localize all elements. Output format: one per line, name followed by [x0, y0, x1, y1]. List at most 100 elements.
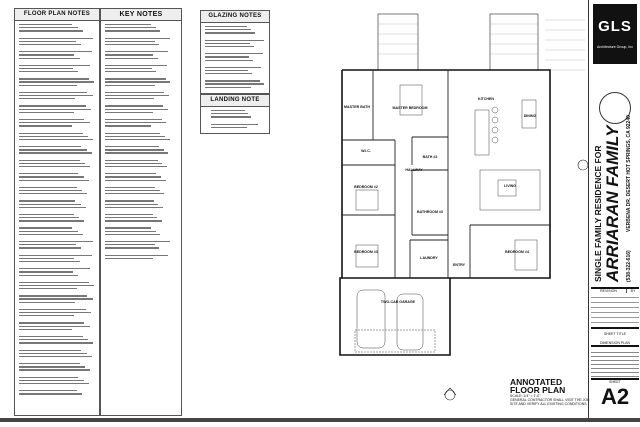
sheet-number: A2: [600, 384, 630, 409]
note-line: [19, 383, 89, 385]
note-line: [105, 24, 152, 26]
note-line: [205, 32, 256, 34]
note-line: [19, 132, 83, 134]
note-line: [19, 339, 89, 341]
note-line: [205, 42, 250, 45]
room-entry: ENTRY: [453, 263, 466, 267]
note-line: [19, 295, 88, 297]
note-line: [19, 233, 83, 236]
note-line: [105, 84, 156, 86]
note-line: [19, 260, 80, 263]
note-line: [205, 45, 255, 48]
note-line: [19, 288, 77, 290]
note-line: [105, 67, 152, 70]
note-line: [105, 159, 158, 161]
note-line: [105, 43, 160, 46]
note-line: [19, 24, 73, 26]
note-line: [19, 322, 85, 324]
note-line: [19, 342, 94, 344]
note-line: [211, 110, 245, 112]
company-logo: GLS Architecture Group, Inc: [593, 4, 637, 64]
note-line: [105, 173, 157, 175]
bottom-strip: [0, 418, 640, 422]
note-line: [19, 227, 73, 229]
note-line: [19, 349, 82, 351]
room-master-bath: MASTER BATH: [344, 105, 370, 109]
project-address: VERBENA DR. DESERT HOT SPRINGS, CA 92240: [626, 115, 632, 232]
note-line: [105, 81, 171, 83]
note-line: [19, 335, 83, 338]
note-line: [105, 146, 160, 148]
note-line: [19, 105, 86, 107]
note-line: [205, 80, 261, 82]
note-line: [205, 39, 264, 41]
note-line: [19, 111, 74, 114]
note-line: [19, 281, 89, 283]
note-line: [19, 390, 77, 392]
note-line: [105, 132, 161, 134]
project-info: [591, 345, 639, 377]
note-line: [19, 284, 95, 287]
note-line: [19, 244, 76, 246]
note-line: [105, 105, 164, 107]
note-line: [19, 118, 85, 121]
plan-note: GENERAL CONTRACTOR SHALL VISIT THE JOB S…: [510, 398, 590, 406]
note-line: [19, 176, 84, 178]
note-line: [105, 241, 170, 243]
note-line: [211, 113, 248, 115]
note-line: [19, 179, 89, 181]
note-line: [19, 200, 76, 202]
note-line: [205, 29, 252, 31]
note-line: [19, 217, 80, 219]
note-line: [19, 241, 94, 243]
room-laundry: LAUNDRY: [420, 256, 438, 260]
note-line: [19, 149, 87, 151]
note-line: [19, 40, 76, 43]
note-line: [105, 217, 158, 219]
note-line: [105, 176, 162, 178]
note-line: [19, 193, 88, 195]
note-line: [19, 78, 89, 80]
note-line: [211, 116, 252, 118]
note-line: [105, 64, 168, 66]
note-line: [19, 220, 85, 222]
note-line: [19, 57, 80, 59]
note-line: [105, 247, 160, 249]
glazing-notes-title: GLAZING NOTES: [201, 11, 269, 23]
note-line: [105, 186, 156, 189]
architect-stamp: [599, 92, 631, 124]
revision-label: REVISION: [600, 289, 617, 293]
north-arrow-icon: [444, 389, 456, 401]
plan-scale: SCALE: 1/4" = 1'-0": [510, 394, 541, 398]
note-line: [105, 91, 165, 94]
note-line: [105, 200, 154, 202]
note-line: [205, 66, 262, 68]
note-line: [205, 69, 248, 72]
note-line: [19, 54, 75, 56]
note-line: [19, 379, 84, 382]
note-line: [105, 244, 155, 246]
room-master-bedroom: MASTER BEDROOM: [393, 106, 428, 110]
note-line: [211, 126, 247, 129]
room-living: LIVING: [504, 184, 516, 188]
note-line: [105, 220, 162, 222]
note-line: [105, 227, 152, 229]
note-line: [19, 159, 80, 161]
note-line: [19, 308, 86, 311]
room-garage: TWO-CAR GARAGE: [381, 300, 416, 304]
logo-subtitle: Architecture Group, Inc: [597, 45, 633, 49]
note-line: [105, 135, 166, 137]
note-line: [205, 73, 252, 75]
note-line: [205, 53, 263, 55]
sheet-number-section: SHEET A2: [591, 378, 639, 410]
room-dining: DINING: [524, 114, 537, 118]
room-bathroom-3: BATHROOM #3: [417, 210, 443, 214]
note-line: [105, 189, 160, 192]
logo-text: GLS: [598, 18, 632, 35]
glazing-notes-text: [205, 26, 265, 89]
note-line: [19, 98, 76, 100]
floor-plan-notes-panel: FLOOR PLAN NOTES: [14, 8, 100, 416]
note-line: [19, 301, 76, 303]
note-line: [19, 325, 90, 327]
